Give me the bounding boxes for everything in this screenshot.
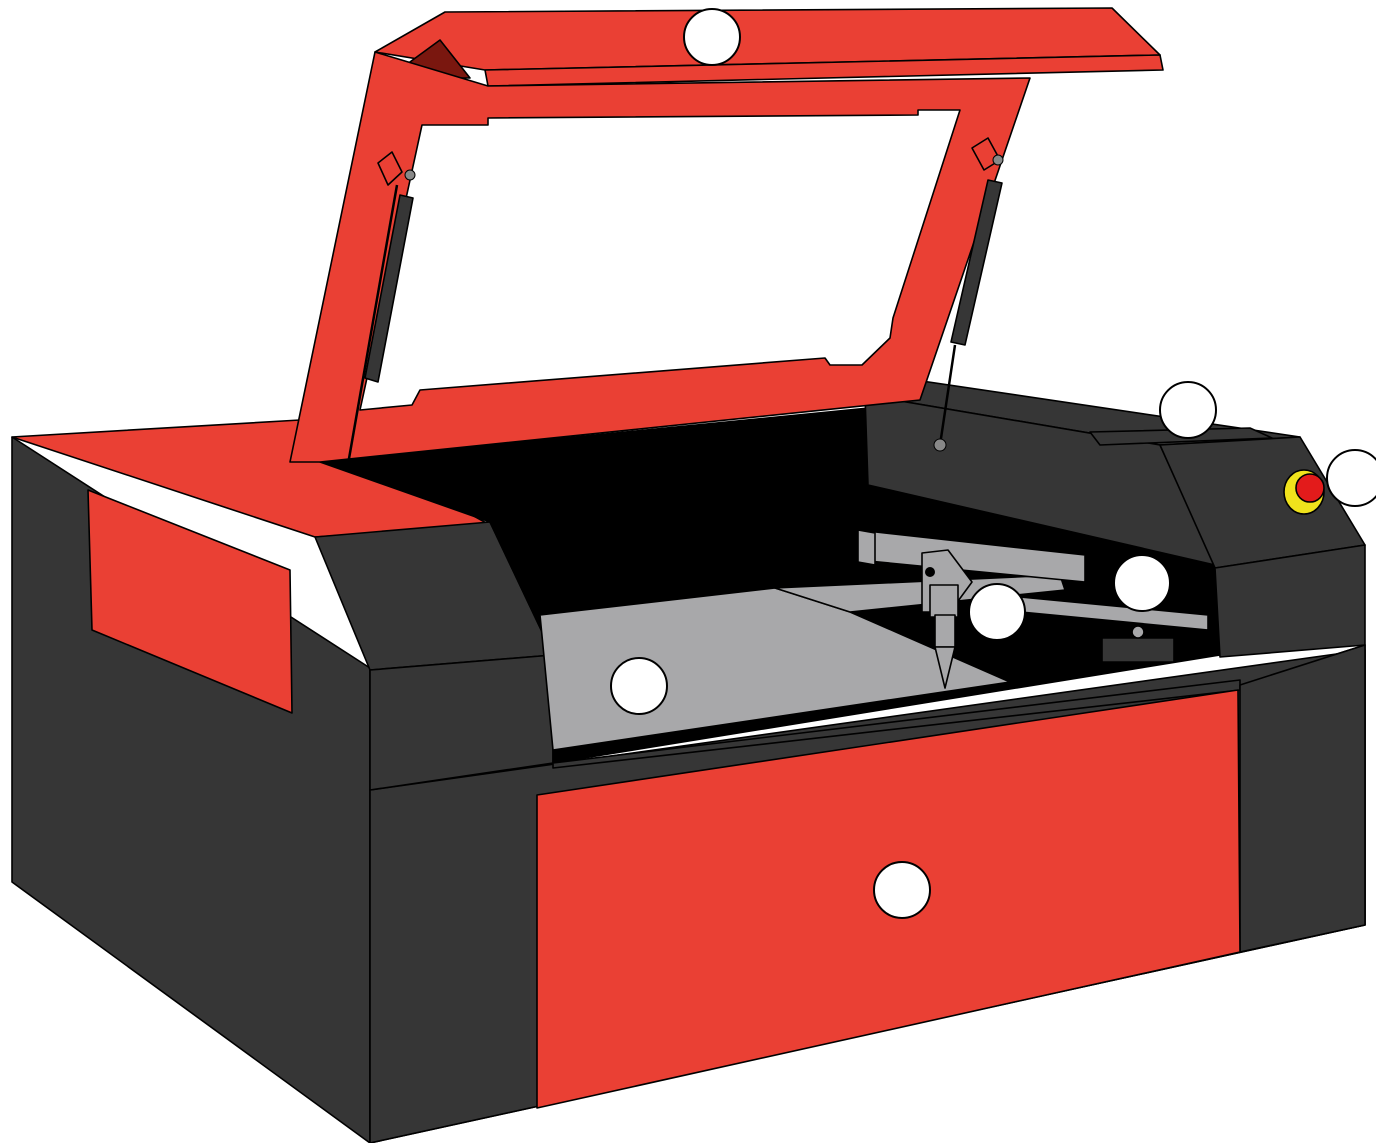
front-door-callout[interactable] xyxy=(874,862,930,918)
left-strut-pivot xyxy=(405,170,415,180)
right-strut-mount xyxy=(934,439,946,451)
emergency-stop-callout[interactable] xyxy=(1327,450,1376,506)
gantry-motor-block xyxy=(1102,638,1174,662)
gantry-side xyxy=(858,530,875,565)
gantry-motor-knob xyxy=(1132,626,1144,638)
work-bed-callout[interactable] xyxy=(611,658,667,714)
control-panel-callout[interactable] xyxy=(1160,382,1216,438)
laser-head-barrel xyxy=(935,615,955,647)
gantry-rail-callout[interactable] xyxy=(1114,555,1170,611)
laser-head-block xyxy=(930,585,958,617)
right-strut-pivot xyxy=(993,155,1003,165)
laser-head-screw xyxy=(925,567,935,577)
right-front-column xyxy=(1240,645,1365,952)
emergency-stop-button[interactable] xyxy=(1296,474,1324,502)
lid-callout[interactable] xyxy=(684,9,740,65)
laser-head-callout[interactable] xyxy=(969,584,1025,640)
